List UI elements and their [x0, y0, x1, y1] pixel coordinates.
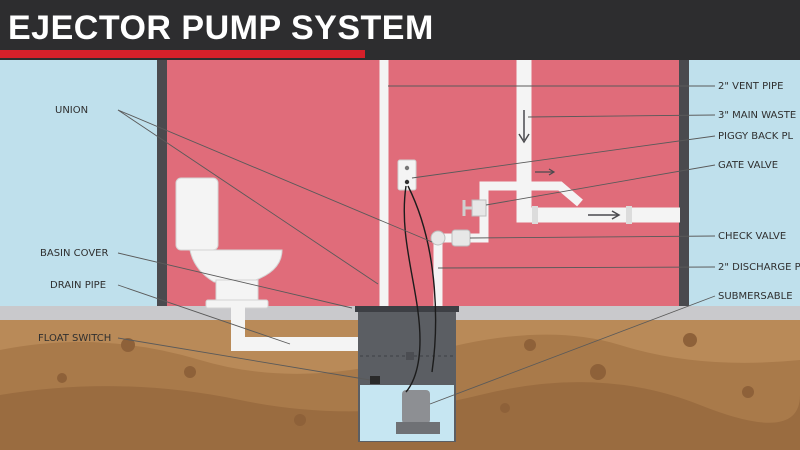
right-wall-stud — [679, 60, 689, 310]
check-valve — [451, 229, 471, 247]
basin-cover — [355, 306, 459, 312]
label-discharge: 2" DISCHARGE P — [718, 262, 800, 273]
left-exterior-wall — [0, 60, 158, 312]
right-exterior-wall — [688, 60, 800, 312]
gate-valve — [471, 199, 487, 217]
drain-pipe — [231, 306, 362, 351]
label-check-valve: CHECK VALVE — [718, 231, 786, 242]
label-vent-pipe: 2" VENT PIPE — [718, 81, 783, 92]
float-switch — [370, 376, 380, 384]
label-union: UNION — [55, 105, 88, 116]
waste-coupling-1 — [532, 206, 538, 224]
header-accent-bar — [0, 50, 365, 58]
label-drain-pipe: DRAIN PIPE — [50, 280, 106, 291]
label-piggy-back: PIGGY BACK PL — [718, 131, 794, 142]
label-gate-valve: GATE VALVE — [718, 160, 778, 171]
flow-arrow-icon-2 — [611, 210, 621, 220]
waste-coupling-2 — [626, 206, 632, 224]
outlet-icon — [397, 159, 417, 191]
left-wall-stud — [157, 60, 167, 310]
union-fitting — [406, 352, 414, 360]
label-basin-cover: BASIN COVER — [40, 248, 108, 259]
union — [430, 230, 446, 246]
label-float-switch: FLOAT SWITCH — [38, 333, 111, 344]
flow-arrow-icon — [518, 133, 530, 144]
soil-specks — [57, 333, 754, 426]
power-cord — [403, 185, 421, 393]
callout-lines — [117, 85, 716, 405]
float-cord — [407, 185, 437, 373]
label-main-waste: 3" MAIN WASTE — [718, 110, 796, 121]
page-title: EJECTOR PUMP SYSTEM — [8, 9, 434, 47]
flow-arrow-icon-3 — [548, 168, 556, 176]
pump-icon — [396, 390, 440, 434]
label-submersible: SUBMERSABLE — [718, 291, 793, 302]
